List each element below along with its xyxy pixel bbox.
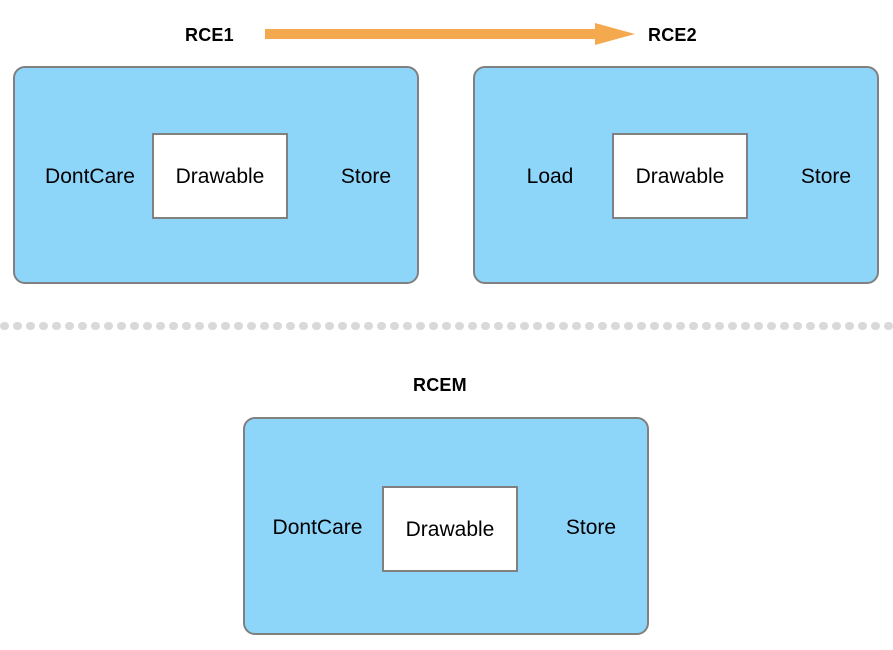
- rce1-container: DontCare Drawable Store: [13, 66, 419, 284]
- rcem-right-label: Store: [565, 516, 617, 539]
- dotted-divider: [0, 322, 893, 330]
- rce1-right-label: Store: [340, 165, 392, 188]
- rce2-left-label: Load: [526, 165, 574, 188]
- rce1-drawable-label: Drawable: [175, 164, 265, 188]
- rce1-left-label: DontCare: [45, 165, 135, 188]
- rce2-header-label: RCE2: [648, 25, 697, 45]
- rcem-drawable-box: Drawable: [382, 486, 518, 572]
- rcem-drawable-label: Drawable: [405, 517, 495, 541]
- rce1-to-rce2-arrow-icon: [265, 23, 635, 45]
- rce2-drawable-box: Drawable: [612, 133, 748, 219]
- rce2-container: Load Drawable Store: [473, 66, 879, 284]
- rcem-left-label: DontCare: [272, 516, 363, 539]
- rcem-header-label: RCEM: [413, 375, 467, 395]
- rce2-right-label: Store: [800, 165, 852, 188]
- rce2-drawable-label: Drawable: [635, 164, 725, 188]
- rce1-drawable-box: Drawable: [152, 133, 288, 219]
- rce1-header-label: RCE1: [185, 25, 234, 45]
- rcem-container: DontCare Drawable Store: [243, 417, 649, 635]
